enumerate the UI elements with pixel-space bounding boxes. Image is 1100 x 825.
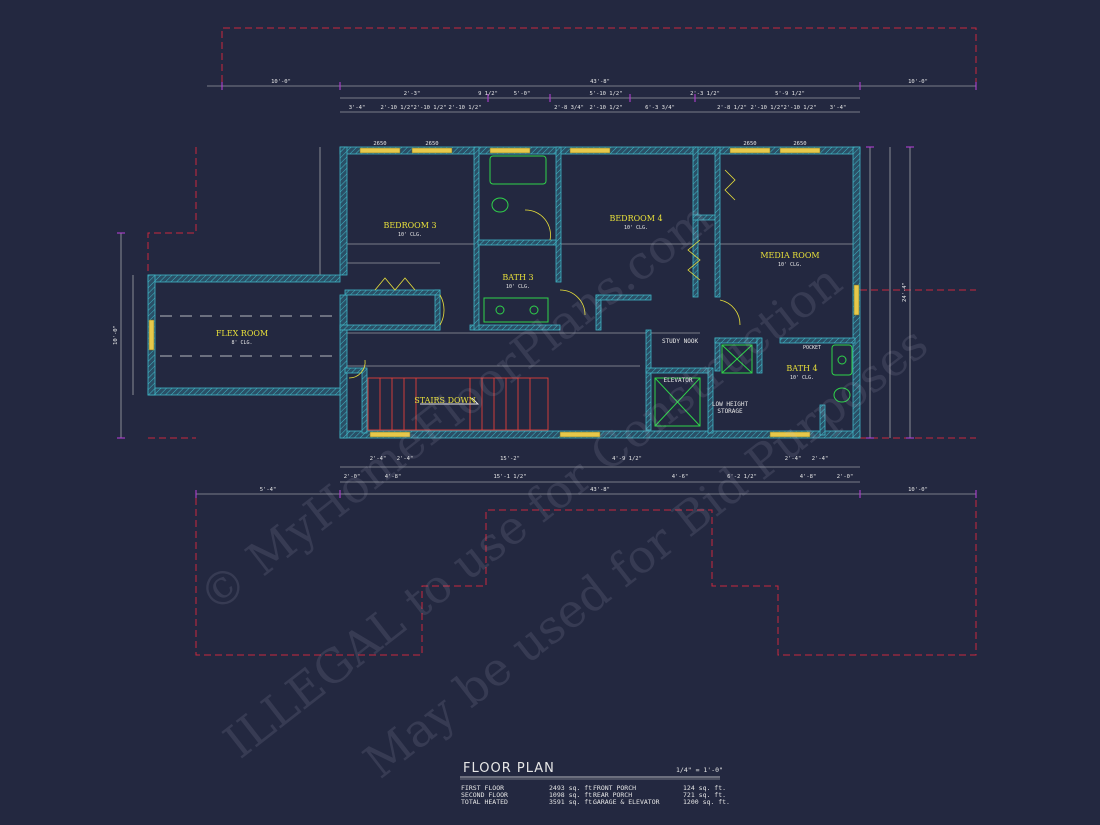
svg-text:43'-8": 43'-8"	[590, 487, 610, 493]
area-label: REAR PORCH	[593, 791, 632, 799]
area-label: GARAGE & ELEVATOR	[593, 798, 660, 806]
plan-title: FLOOR PLAN	[463, 761, 555, 776]
elevator-label: ELEVATOR	[664, 377, 693, 384]
pocket-label: POCKET	[803, 345, 821, 351]
svg-text:15'-1 1/2": 15'-1 1/2"	[493, 474, 526, 480]
svg-text:6'-2 1/2": 6'-2 1/2"	[727, 474, 757, 480]
room-name-bath-4: BATH 4	[786, 364, 817, 373]
room-name-bedroom-4: BEDROOM 4	[609, 214, 662, 223]
room-clg-bedroom-3: 10' CLG.	[398, 232, 422, 238]
svg-text:2'-4": 2'-4"	[397, 456, 414, 462]
area-label: FRONT PORCH	[593, 784, 636, 792]
dimension-ticks	[117, 82, 977, 498]
svg-text:5'-9 1/2": 5'-9 1/2"	[775, 91, 805, 97]
room-name-flex-room: FLEX ROOM	[216, 329, 268, 338]
area-label: SECOND FLOOR	[461, 791, 508, 799]
svg-text:2'-0": 2'-0"	[344, 474, 361, 480]
svg-text:2'-10 1/2": 2'-10 1/2"	[448, 105, 481, 111]
dimension-lines	[120, 85, 976, 495]
svg-text:2650: 2650	[743, 141, 756, 147]
area-label: FIRST FLOOR	[461, 784, 504, 792]
windows	[148, 147, 860, 438]
svg-text:4'-6": 4'-6"	[672, 474, 689, 480]
title-block: FLOOR PLAN 1/4" = 1'-0" FIRST FLOOR 2493…	[460, 761, 730, 806]
svg-text:6'-3 3/4": 6'-3 3/4"	[645, 105, 675, 111]
svg-text:10'-0": 10'-0"	[908, 79, 928, 85]
svg-text:2'-4": 2'-4"	[812, 456, 829, 462]
stairs-label: STAIRS DOWN	[414, 396, 476, 405]
storage-label-2: STORAGE	[717, 408, 743, 415]
svg-text:2650: 2650	[373, 141, 386, 147]
svg-text:5'-4": 5'-4"	[260, 487, 277, 493]
svg-text:15'-2": 15'-2"	[500, 456, 520, 462]
svg-text:2650: 2650	[793, 141, 806, 147]
svg-text:2'-10 1/2": 2'-10 1/2"	[413, 105, 446, 111]
svg-text:4'-8": 4'-8"	[800, 474, 817, 480]
area-value: 1098 sq. ft.	[549, 791, 596, 799]
svg-text:2'-4": 2'-4"	[785, 456, 802, 462]
svg-text:9 1/2": 9 1/2"	[478, 91, 498, 97]
room-clg-bedroom-4: 10' CLG.	[624, 225, 648, 231]
svg-text:5'-10 1/2": 5'-10 1/2"	[589, 91, 622, 97]
stairs	[367, 377, 549, 431]
room-clg-flex-room: 8' CLG.	[231, 340, 252, 346]
area-value: 124 sq. ft.	[683, 784, 726, 792]
doors	[348, 169, 741, 379]
flex-room-dashes	[160, 315, 338, 357]
area-value: 1200 sq. ft.	[683, 798, 730, 806]
area-value: 2493 sq. ft.	[549, 784, 596, 792]
svg-text:2650: 2650	[425, 141, 438, 147]
svg-text:3'-4": 3'-4"	[349, 105, 366, 111]
svg-text:4'-9 1/2": 4'-9 1/2"	[612, 456, 642, 462]
svg-text:5'-0": 5'-0"	[514, 91, 531, 97]
area-value: 721 sq. ft.	[683, 791, 726, 799]
room-labels: BEDROOM 3 10' CLG. BEDROOM 4 10' CLG. ME…	[216, 214, 821, 415]
area-label: TOTAL HEATED	[461, 798, 508, 806]
svg-text:2'-0": 2'-0"	[837, 474, 854, 480]
svg-text:2'-10 1/2": 2'-10 1/2"	[750, 105, 783, 111]
storage-label-1: LOW HEIGHT	[712, 401, 749, 408]
svg-text:24'-4": 24'-4"	[902, 282, 908, 302]
room-name-media-room: MEDIA ROOM	[760, 251, 819, 260]
svg-text:2'-8 3/4": 2'-8 3/4"	[554, 105, 584, 111]
room-name-bedroom-3: BEDROOM 3	[383, 221, 436, 230]
room-name-bath-3: BATH 3	[502, 273, 533, 282]
svg-text:4'-8": 4'-8"	[385, 474, 402, 480]
room-clg-bath-4: 10' CLG.	[790, 375, 814, 381]
area-value: 3591 sq. ft.	[549, 798, 596, 806]
study-nook-label: STUDY NOOK	[662, 338, 699, 345]
svg-text:3'-4": 3'-4"	[830, 105, 847, 111]
plumbing-fixtures	[483, 155, 853, 427]
svg-text:2'-3": 2'-3"	[404, 91, 421, 97]
svg-text:10'-0": 10'-0"	[113, 325, 119, 345]
roof-outline	[147, 27, 977, 656]
svg-text:2'-10 1/2": 2'-10 1/2"	[380, 105, 413, 111]
svg-text:2'-3 1/2": 2'-3 1/2"	[690, 91, 720, 97]
plan-scale: 1/4" = 1'-0"	[676, 766, 723, 774]
svg-text:2'-4": 2'-4"	[370, 456, 387, 462]
svg-text:43'-8": 43'-8"	[590, 79, 610, 85]
room-clg-media-room: 10' CLG.	[778, 262, 802, 268]
svg-text:2'-10 1/2": 2'-10 1/2"	[783, 105, 816, 111]
svg-text:2'-10 1/2": 2'-10 1/2"	[589, 105, 622, 111]
svg-text:10'-0": 10'-0"	[271, 79, 291, 85]
dimension-text: 10'-0" 43'-8" 10'-0" 2'-3" 9 1/2" 5'-0" …	[113, 79, 928, 493]
room-clg-bath-3: 10' CLG.	[506, 284, 530, 290]
svg-text:10'-0": 10'-0"	[908, 487, 928, 493]
svg-text:2'-8 1/2": 2'-8 1/2"	[717, 105, 747, 111]
